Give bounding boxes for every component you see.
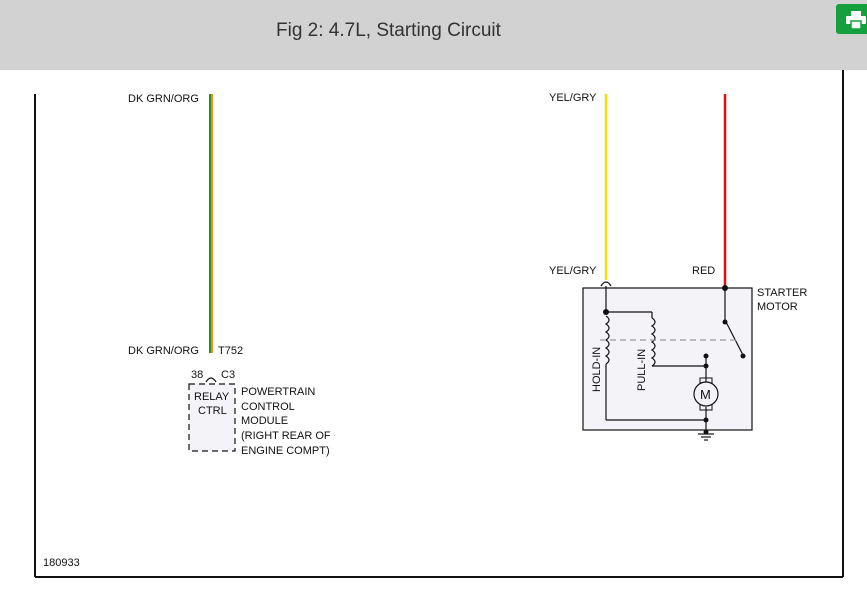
ground-symbol xyxy=(698,433,714,441)
hold-in-label: HOLD-IN xyxy=(591,347,603,392)
starter-internal-circuit xyxy=(604,286,744,432)
wire-label-red: RED xyxy=(692,265,715,277)
pcm-label-line-1: POWERTRAIN xyxy=(241,386,315,398)
wire-label-yel-gry-top: YEL/GRY xyxy=(549,92,597,104)
pcm-box xyxy=(188,383,236,452)
starter-label-line-1: STARTER xyxy=(757,287,807,299)
print-button[interactable] xyxy=(836,4,867,34)
pin-number: 38 xyxy=(191,369,203,381)
pull-in-label: PULL-IN xyxy=(636,349,648,391)
printer-icon xyxy=(846,11,866,29)
yel-gry-terminal-symbol xyxy=(600,281,612,287)
page-title: Fig 2: 4.7L, Starting Circuit xyxy=(276,20,501,41)
switch-contact-dot-2 xyxy=(740,353,746,359)
ground-junction-dot xyxy=(703,417,709,423)
dk-grn-org-wire xyxy=(209,94,213,353)
pcm-inner-line-2: CTRL xyxy=(198,405,227,417)
pull-in-junction-dot xyxy=(703,363,709,369)
diagram-id: 180933 xyxy=(43,557,80,569)
switch-contact-dot xyxy=(722,319,728,325)
motor-symbol-label: M xyxy=(700,387,711,402)
ground-dot xyxy=(703,429,709,435)
connector-label-t752: T752 xyxy=(218,345,243,357)
header-bar: Fig 2: 4.7L, Starting Circuit xyxy=(0,0,867,70)
wire-label-dk-grn-org-bottom: DK GRN/ORG xyxy=(128,345,199,357)
pin-connector-c3: C3 xyxy=(221,369,235,381)
pcm-label-line-4: (RIGHT REAR OF xyxy=(241,430,331,442)
pcm-label-line-2: CONTROL xyxy=(241,401,295,413)
pin-terminal-symbol xyxy=(205,377,217,383)
pcm-label-line-3: MODULE xyxy=(241,415,288,427)
pcm-label-line-5: ENGINE COMPT) xyxy=(241,445,330,457)
wiring-diagram: DK GRN/ORG DK GRN/ORG T752 38 C3 RELAY C… xyxy=(34,70,844,578)
wire-label-yel-gry-bottom: YEL/GRY xyxy=(549,265,597,277)
starter-label-line-2: MOTOR xyxy=(757,301,798,313)
junction-dot-red xyxy=(722,285,728,291)
motor-terminal-dot xyxy=(703,353,709,359)
wire-label-dk-grn-org-top: DK GRN/ORG xyxy=(128,93,199,105)
junction-dot-coil xyxy=(603,309,609,315)
pcm-inner-line-1: RELAY xyxy=(194,391,230,403)
motor-symbol xyxy=(693,381,719,407)
